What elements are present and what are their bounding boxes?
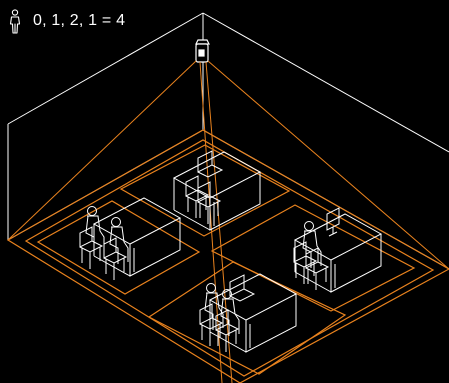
workstation-bottom [200, 274, 296, 352]
room-walls [8, 13, 449, 269]
zone-right [212, 205, 414, 311]
workstation-right [294, 208, 381, 292]
ceiling-sensor-icon [196, 40, 209, 62]
workstation-top [174, 151, 260, 230]
